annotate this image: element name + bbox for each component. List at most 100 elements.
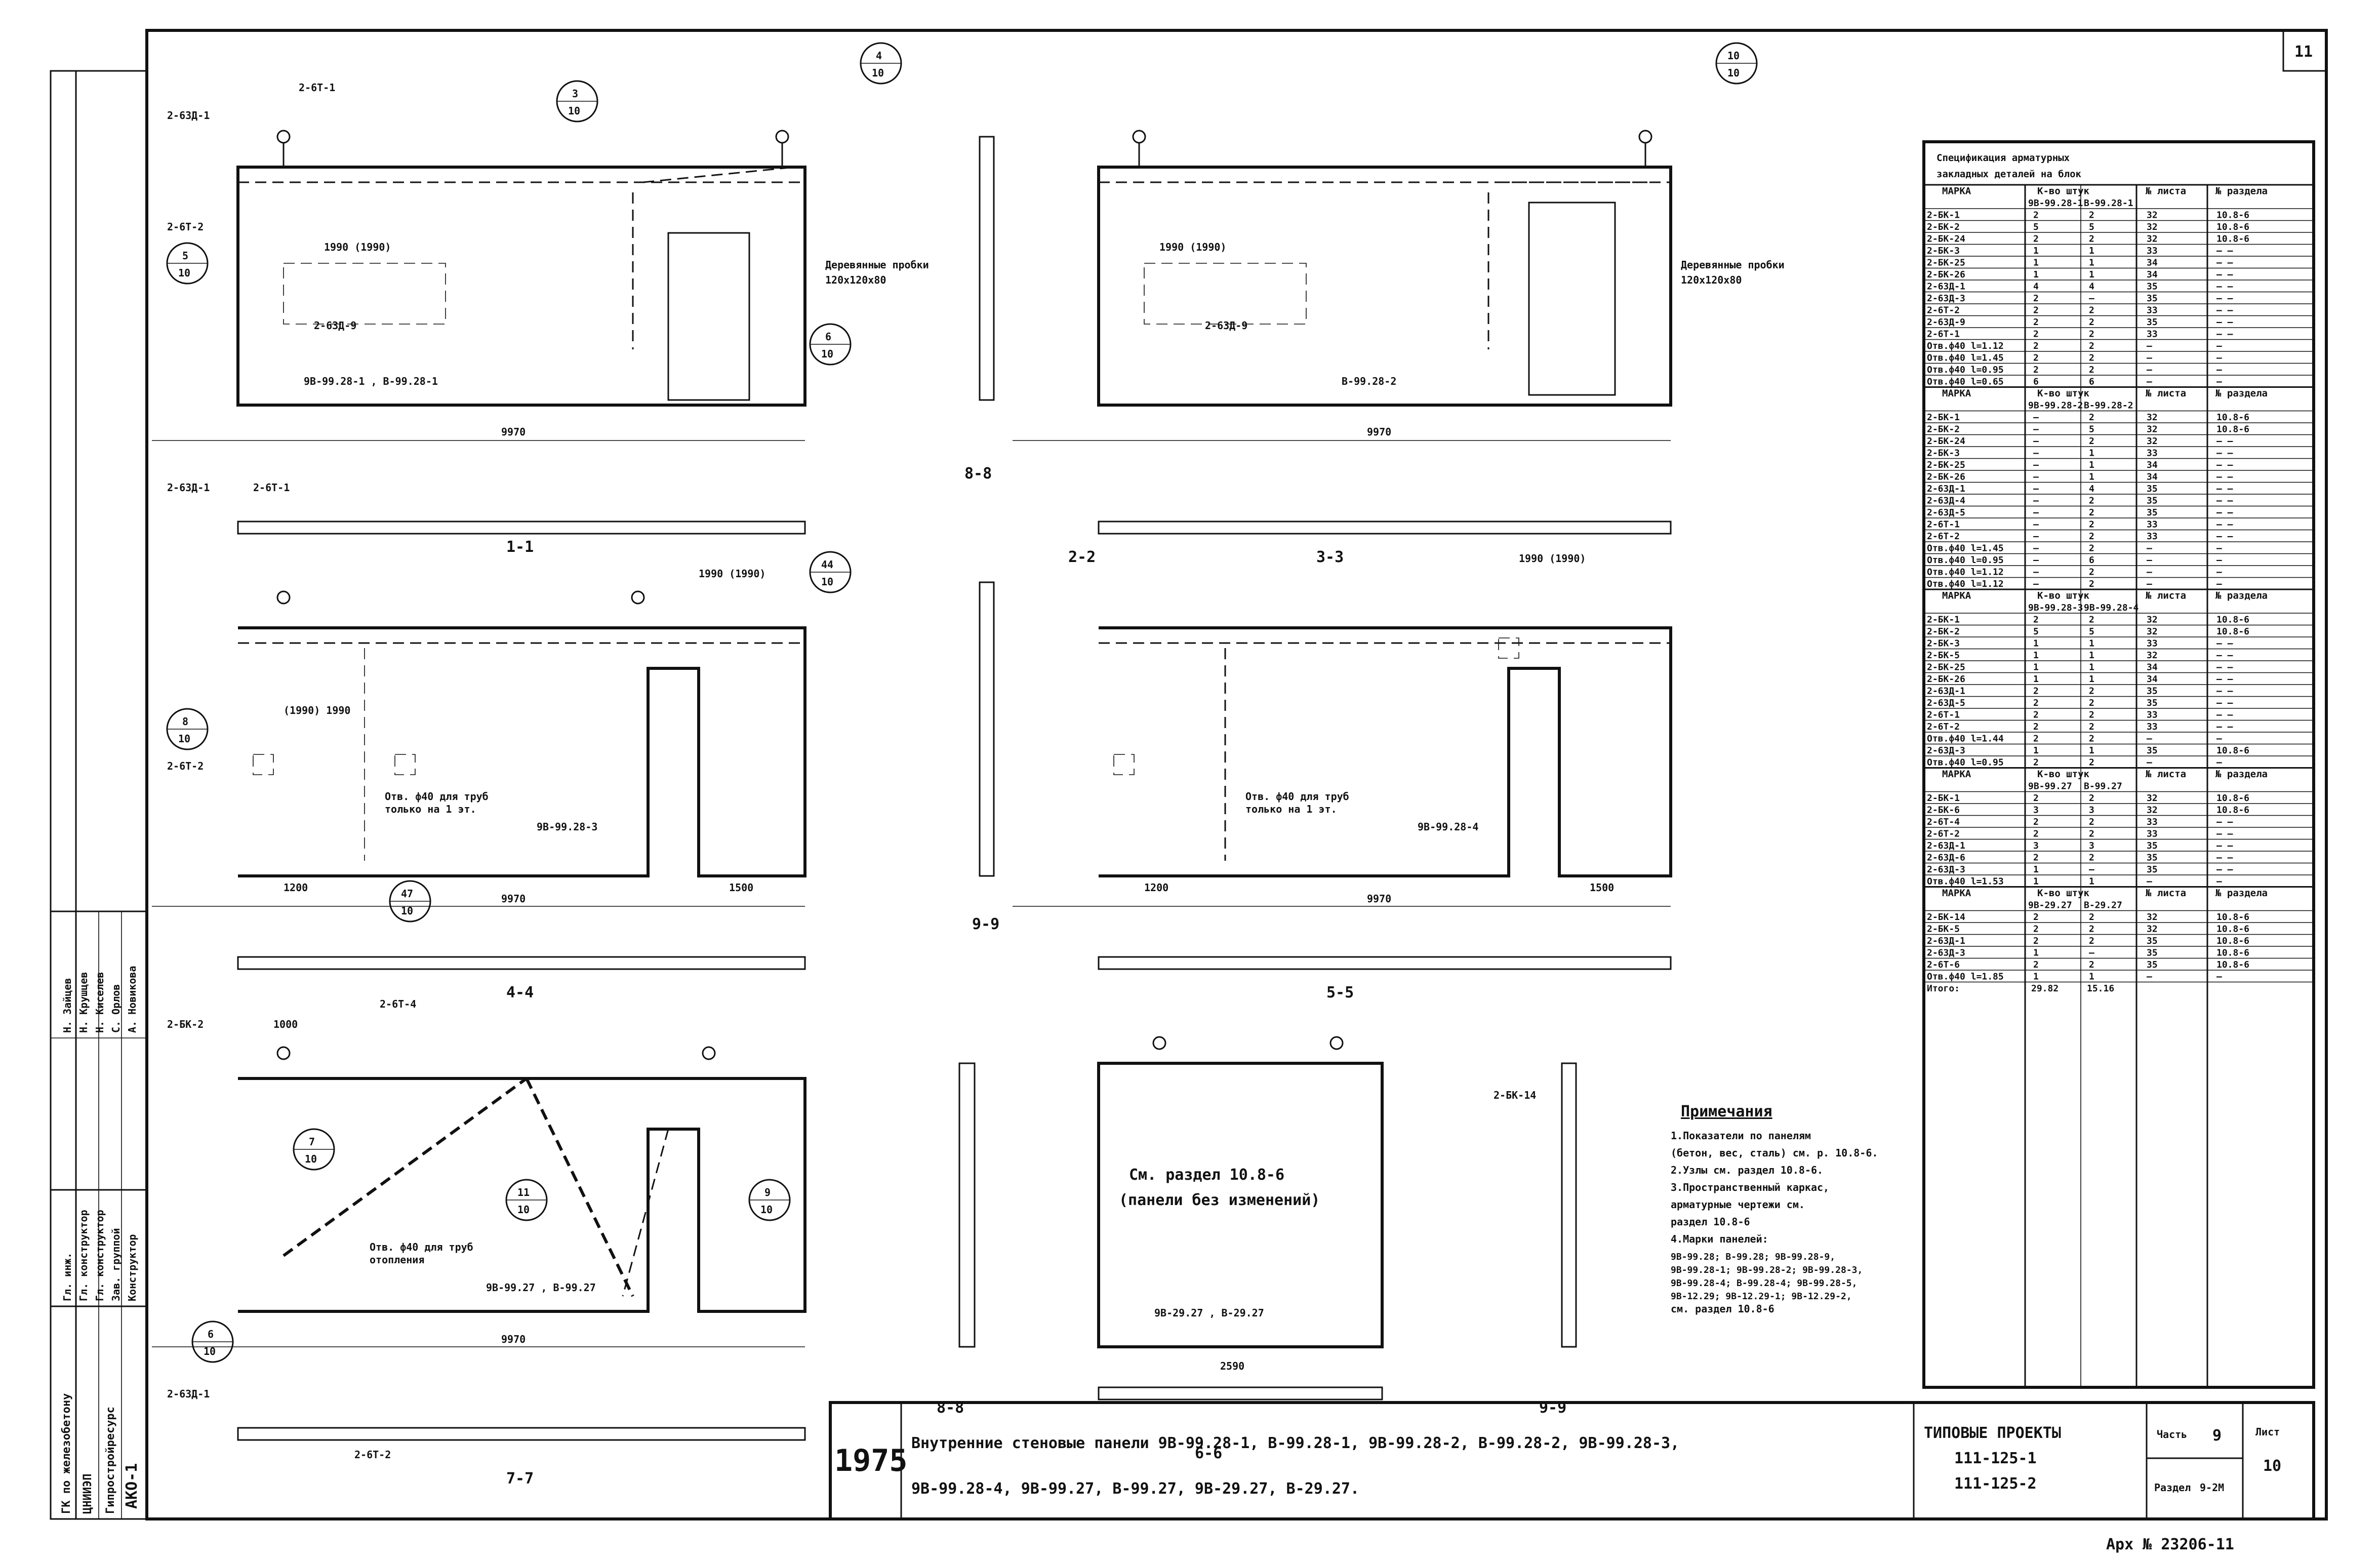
spec-cell: 10.8-6	[2216, 959, 2249, 970]
spec-cell: 2-БК-3	[1927, 638, 1960, 649]
side-code: АКО-1	[123, 1463, 141, 1509]
spec-cell: 5	[2033, 626, 2039, 637]
spec-cell: 2	[2033, 924, 2039, 935]
spec-cell: 2-6Т-2	[1927, 829, 1960, 839]
spec-cell: — —	[2216, 484, 2233, 494]
spec-cell: —	[2216, 341, 2222, 351]
spec-cell: 33	[2147, 722, 2158, 732]
archive-number: Арх № 23206-11	[2106, 1536, 2234, 1553]
spec-cell: 2	[2033, 615, 2039, 625]
spec-cell: 2-6Т-1	[1927, 519, 1960, 530]
spec-cell: —	[2147, 543, 2152, 554]
spec-cell: Отв.ф40 l=1.12	[1927, 567, 2004, 578]
spec-subheader-cell: 9В-99.27	[2028, 781, 2072, 792]
note-line: 9В-99.28; В-99.28; 9В-99.28-9,	[1671, 1252, 1835, 1262]
svg-text:10: 10	[178, 733, 190, 745]
svg-text:7: 7	[309, 1136, 315, 1148]
callout-3: 310	[556, 80, 598, 123]
panel-1-caption: 9В-99.28-1 , В-99.28-1	[304, 375, 438, 387]
spec-cell: 35	[2147, 282, 2158, 292]
spec-cell: Отв.ф40 l=1.12	[1927, 341, 2004, 351]
spec-cell: 2	[2033, 317, 2039, 328]
spec-cell: 4	[2089, 282, 2094, 292]
section-7-7-label: 7-7	[506, 1470, 534, 1488]
spec-cell: 2	[2033, 734, 2039, 744]
section-4-4-label: 4-4	[506, 984, 534, 1002]
spec-cell: Отв.ф40 l=1.45	[1927, 543, 2004, 554]
spec-cell: 2	[2089, 519, 2094, 530]
spec-cell: 35	[2147, 948, 2158, 958]
svg-text:8: 8	[182, 715, 188, 728]
sheet-number-box	[2282, 29, 2327, 72]
panel-2-dim-9970: 9970	[1367, 426, 1391, 438]
spec-cell: Отв.ф40 l=0.95	[1927, 555, 2004, 566]
svg-text:10: 10	[178, 267, 190, 279]
stamp-sheet-label: Лист	[2255, 1426, 2280, 1438]
panel-5-dim-1000: 1000	[273, 1018, 298, 1030]
panel-4: 9В-99.28-4 Отв. ф40 для труб только на 1…	[1013, 552, 1672, 1002]
spec-cell: — —	[2216, 317, 2233, 328]
spec-cell: 1	[2033, 948, 2039, 958]
note-line: 1.Показатели по панелям	[1671, 1130, 1811, 1142]
spec-cell: 5	[2089, 626, 2094, 637]
spec-cell: 1	[2089, 972, 2094, 982]
section-9-9-mid: 9-9	[972, 581, 999, 933]
svg-text:9: 9	[764, 1186, 771, 1198]
spec-cell: Отв.ф40 l=0.65	[1927, 377, 2004, 387]
spec-cell: —	[2216, 734, 2222, 744]
spec-cell: 32	[2147, 626, 2158, 637]
spec-cell: — —	[2216, 282, 2233, 292]
spec-cell: 32	[2147, 924, 2158, 935]
side-role-5: Конструктор	[126, 1234, 138, 1301]
spec-cell: —	[2147, 734, 2152, 744]
spec-cell: 2	[2089, 507, 2094, 518]
spec-cell: 2-БК-26	[1927, 472, 1965, 483]
stamp-section-label: Раздел	[2154, 1482, 2191, 1494]
spec-cell: — —	[2216, 853, 2233, 863]
panel-5-caption: 9В-99.27 , В-99.27	[486, 1282, 596, 1294]
spec-cell: 2	[2033, 722, 2039, 732]
spec-cell: —	[2033, 531, 2039, 542]
spec-cell: 1	[2033, 662, 2039, 673]
panel-3-dim-9970: 9970	[501, 893, 526, 905]
spec-cell: 2	[2089, 722, 2094, 732]
spec-cell: —	[2216, 757, 2222, 768]
spec-header-cell: № раздела	[2215, 888, 2268, 899]
spec-cell: 2-БК-6	[1927, 805, 1960, 816]
spec-cell: —	[2089, 864, 2094, 875]
spec-cell: —	[2033, 507, 2039, 518]
panel-3-dim-1990b: (1990) 1990	[284, 704, 350, 716]
spec-cell: 2-63Д-1	[1927, 840, 1965, 851]
spec-cell: — —	[2216, 650, 2233, 661]
spec-cell: 1	[2033, 674, 2039, 685]
spec-cell: 10.8-6	[2216, 745, 2249, 756]
section-8-8-top: 8-8	[964, 136, 995, 483]
spec-cell: 4	[2033, 282, 2039, 292]
stamp-section-value: 9-2М	[2200, 1482, 2224, 1494]
spec-cell: 2	[2089, 234, 2094, 245]
spec-cell: Отв.ф40 l=1.12	[1927, 579, 2004, 589]
spec-cell: —	[2033, 567, 2039, 578]
side-org-1: ГК по железобетону	[60, 1393, 73, 1514]
spec-cell: 32	[2147, 912, 2158, 923]
spec-header-cell: МАРКА	[1942, 769, 1971, 780]
spec-cell: —	[2147, 353, 2152, 364]
spec-cell: 35	[2147, 317, 2158, 328]
spec-cell: 2-БК-24	[1927, 234, 1965, 245]
spec-cell: 33	[2147, 710, 2158, 721]
panel-2: В-99.28-2 Деревянные пробки 120x120x80 1…	[1013, 130, 1785, 566]
spec-cell: 3	[2033, 840, 2039, 851]
spec-cell: 2	[2089, 579, 2094, 589]
svg-text:10: 10	[517, 1204, 530, 1216]
spec-cell: 2-БК-2	[1927, 222, 1960, 232]
spec-cell: —	[2216, 567, 2222, 578]
spec-cell: 10.8-6	[2216, 222, 2249, 232]
spec-cell: — —	[2216, 269, 2233, 280]
spec-cell: 5	[2089, 222, 2094, 232]
panel-5: 9В-99.27 , В-99.27 Отв. ф40 для труб ото…	[152, 998, 806, 1488]
callout-9: 710	[293, 1128, 335, 1171]
spec-cell: 2-63Д-6	[1927, 853, 1965, 863]
spec-cell: 2-БК-26	[1927, 674, 1965, 685]
spec-cell: Отв.ф40 l=0.95	[1927, 365, 2004, 375]
